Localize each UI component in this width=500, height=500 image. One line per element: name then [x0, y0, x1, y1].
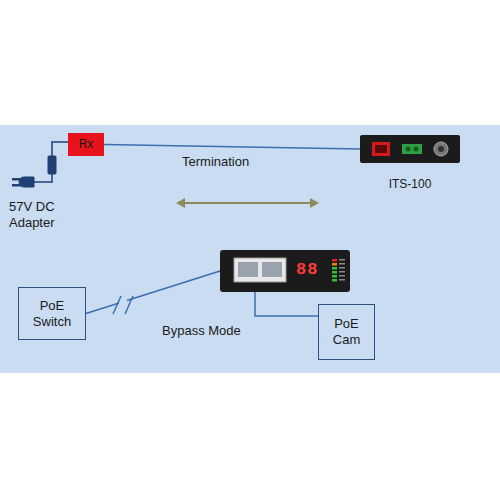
rj45-port — [372, 142, 390, 156]
port-hole — [262, 262, 282, 277]
bnc-knob — [434, 142, 448, 156]
terminal-screw — [406, 147, 411, 152]
connector — [255, 292, 318, 316]
double-arrow — [176, 198, 319, 208]
led — [332, 259, 337, 262]
its-100-device: ITS-100 — [360, 135, 460, 163]
device-art — [220, 250, 350, 292]
connector — [104, 145, 360, 150]
dual-port — [234, 258, 286, 282]
led-mark — [339, 259, 345, 261]
led-mark — [339, 263, 345, 265]
led — [332, 263, 337, 266]
port-hole — [375, 145, 387, 153]
led-mark — [339, 279, 345, 281]
node-text: ITS-100 — [350, 177, 470, 191]
terminal-block — [402, 144, 422, 154]
led-mark — [339, 275, 345, 277]
poe-cam-box: PoE Cam — [318, 304, 375, 360]
tester-device: 88 — [220, 250, 350, 292]
connector — [86, 271, 220, 314]
led — [332, 267, 337, 270]
node-text: PoE Cam — [322, 316, 371, 347]
led — [332, 275, 337, 278]
connector-line — [86, 271, 220, 314]
node-text: PoE Switch — [22, 298, 82, 329]
connector-line — [255, 292, 318, 316]
band — [0, 125, 500, 373]
note-label: Termination — [182, 154, 282, 170]
led-mark — [339, 267, 345, 269]
adapter-label: 57V DC Adapter — [9, 199, 69, 232]
connector-line — [104, 145, 360, 150]
break-mark — [125, 296, 133, 314]
led — [332, 279, 337, 282]
node-text: 88 — [296, 260, 318, 280]
bnc-center — [438, 146, 444, 152]
led — [332, 271, 337, 274]
port-hole — [238, 262, 258, 277]
device-art — [360, 135, 460, 163]
mode-label: Bypass Mode — [162, 323, 272, 339]
poe-switch-box: PoE Switch — [18, 287, 86, 340]
rx-box: Rx — [68, 133, 104, 156]
terminal-screw — [414, 147, 419, 152]
led-mark — [339, 271, 345, 273]
node-text: Rx — [79, 137, 94, 151]
break-mark — [113, 296, 121, 314]
adapter-icon — [12, 142, 68, 187]
